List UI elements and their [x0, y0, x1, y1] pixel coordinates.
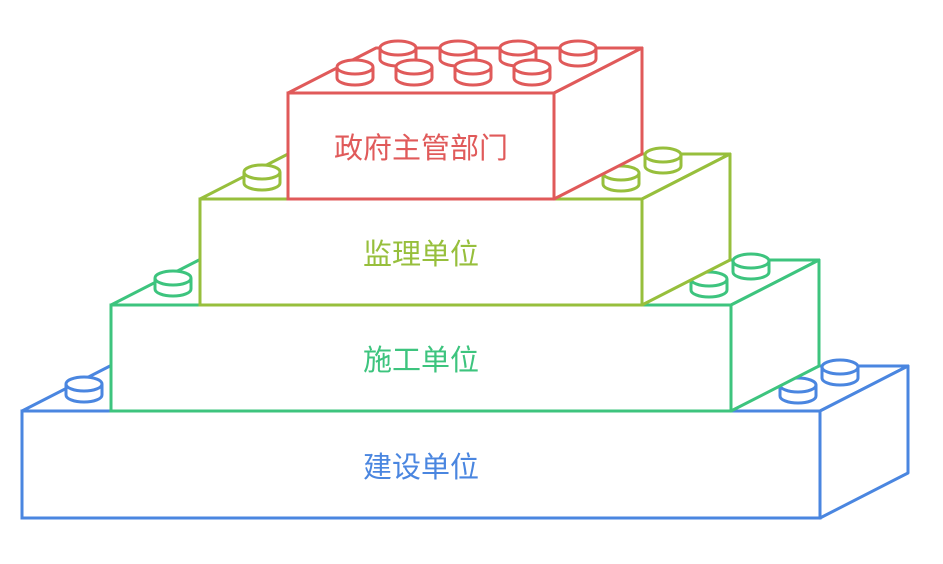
stud [558, 39, 598, 68]
stud [453, 58, 493, 87]
stud [153, 269, 193, 298]
brick-front-face [286, 91, 556, 201]
layer-label-government: 政府主管部门 [333, 131, 509, 165]
stud [394, 58, 434, 87]
stud [335, 58, 375, 87]
layer-label-supervision: 监理单位 [362, 237, 480, 271]
stud [64, 375, 104, 404]
stud [601, 164, 641, 193]
stud [731, 252, 771, 281]
layer-label-construction: 施工单位 [362, 343, 480, 377]
layer-label-owner: 建设单位 [362, 450, 480, 484]
stud [820, 358, 860, 387]
stud [643, 146, 683, 175]
stud [512, 58, 552, 87]
stud [242, 163, 282, 192]
brick-front-face [198, 197, 644, 307]
brick-government [286, 39, 644, 201]
